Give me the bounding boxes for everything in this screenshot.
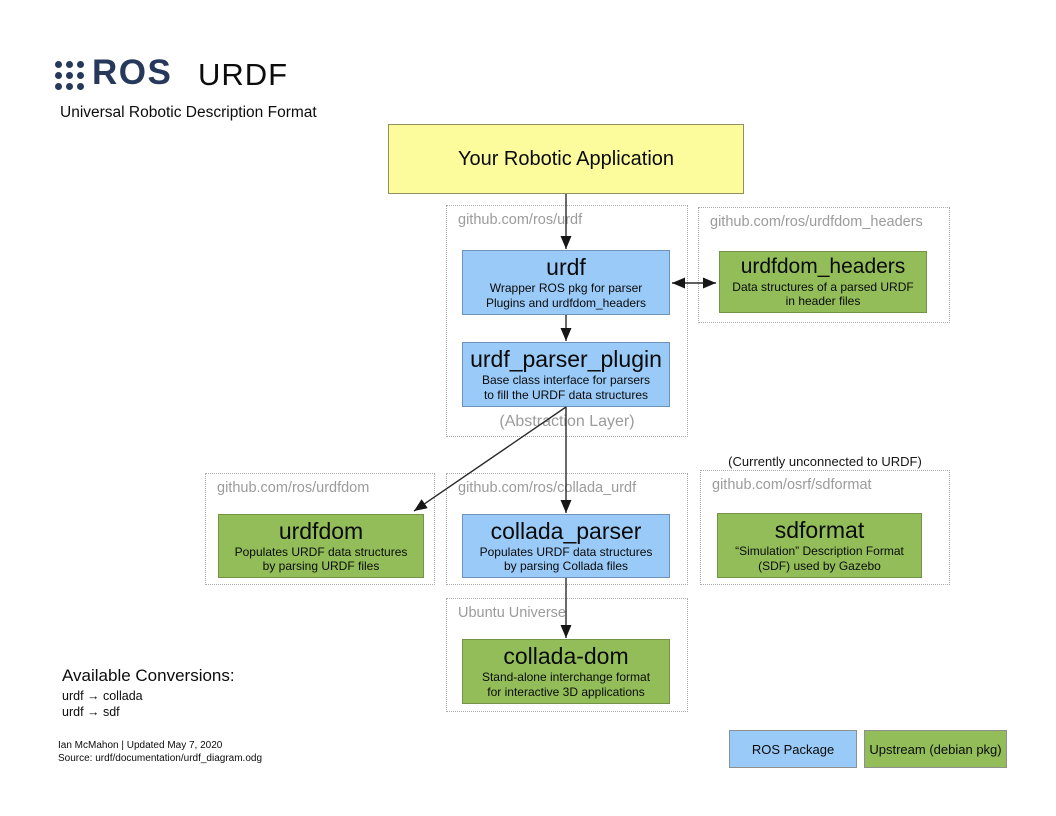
group-github-osrf-sdformat: github.com/osrf/sdformat xyxy=(700,470,950,585)
conversion-urdf-sdf: urdf → sdf xyxy=(62,705,120,719)
node-title: urdfdom_headers xyxy=(740,254,906,278)
node-urdfdom: urdfdom Populates URDF data structures b… xyxy=(218,514,424,578)
legend-upstream-debian: Upstream (debian pkg) xyxy=(864,730,1007,768)
page-subtitle: Universal Robotic Description Format xyxy=(60,104,317,121)
legend-ros-package: ROS Package xyxy=(729,730,857,768)
group-ubuntu-universe: Ubuntu Universe xyxy=(446,598,688,712)
node-your-robotic-application: Your Robotic Application xyxy=(388,124,744,194)
node-desc: Populates URDF data structures by parsin… xyxy=(234,544,408,574)
sdformat-unconnected-note: (Currently unconnected to URDF) xyxy=(728,454,922,469)
legend-label: ROS Package xyxy=(751,741,835,757)
node-desc: Data structures of a parsed URDF in head… xyxy=(732,279,914,309)
credits-author-line: Ian McMahon | Updated May 7, 2020 xyxy=(58,740,223,751)
node-desc: Populates URDF data structures by parsin… xyxy=(479,544,653,574)
abstraction-layer-label: (Abstraction Layer) xyxy=(499,413,635,430)
node-title: urdfdom xyxy=(278,517,364,544)
node-collada-parser: collada_parser Populates URDF data struc… xyxy=(462,514,670,578)
node-title: collada-dom xyxy=(503,643,629,670)
node-urdf: urdf Wrapper ROS pkg for parser Plugins … xyxy=(462,250,670,315)
group-github-ros-urdfdom-headers: github.com/ros/urdfdom_headers xyxy=(698,207,950,323)
node-desc: “Simulation” Description Format (SDF) us… xyxy=(735,544,904,573)
available-conversions-heading: Available Conversions: xyxy=(62,666,235,685)
legend-label: Upstream (debian pkg) xyxy=(869,741,1002,757)
group-label: github.com/osrf/sdformat xyxy=(712,477,872,493)
conversion-urdf-collada: urdf → collada xyxy=(62,689,143,703)
node-desc: Wrapper ROS pkg for parser Plugins and u… xyxy=(485,281,647,310)
node-urdf-parser-plugin: urdf_parser_plugin Base class interface … xyxy=(462,342,670,407)
node-sdformat: sdformat “Simulation” Description Format… xyxy=(717,513,922,578)
credits-source-line: Source: urdf/documentation/urdf_diagram.… xyxy=(58,752,263,764)
node-desc: Base class interface for parsers to fill… xyxy=(481,373,651,402)
node-urdfdom-headers: urdfdom_headers Data structures of a par… xyxy=(719,251,927,313)
ros-logo-text: ROS xyxy=(92,53,173,92)
group-label: github.com/ros/urdfdom_headers xyxy=(710,214,923,230)
credits: Ian McMahon | Updated May 7, 2020 Source… xyxy=(58,740,262,765)
node-title: urdf_parser_plugin xyxy=(470,346,662,373)
node-collada-dom: collada-dom Stand-alone interchange form… xyxy=(462,639,670,704)
group-label: Ubuntu Universe xyxy=(458,605,566,621)
node-title: sdformat xyxy=(774,517,865,544)
group-label: github.com/ros/urdf xyxy=(458,212,583,228)
group-github-ros-urdfdom: github.com/ros/urdfdom xyxy=(205,473,435,585)
node-title: urdf xyxy=(546,254,586,281)
node-title: Your Robotic Application xyxy=(457,147,675,170)
node-desc: Stand-alone interchange format for inter… xyxy=(481,670,651,699)
ros-logo-icon xyxy=(55,61,85,91)
group-label: github.com/ros/urdfdom xyxy=(217,480,370,496)
page-title: URDF xyxy=(198,57,289,92)
group-label: github.com/ros/collada_urdf xyxy=(458,480,637,496)
node-title: collada_parser xyxy=(490,517,642,544)
